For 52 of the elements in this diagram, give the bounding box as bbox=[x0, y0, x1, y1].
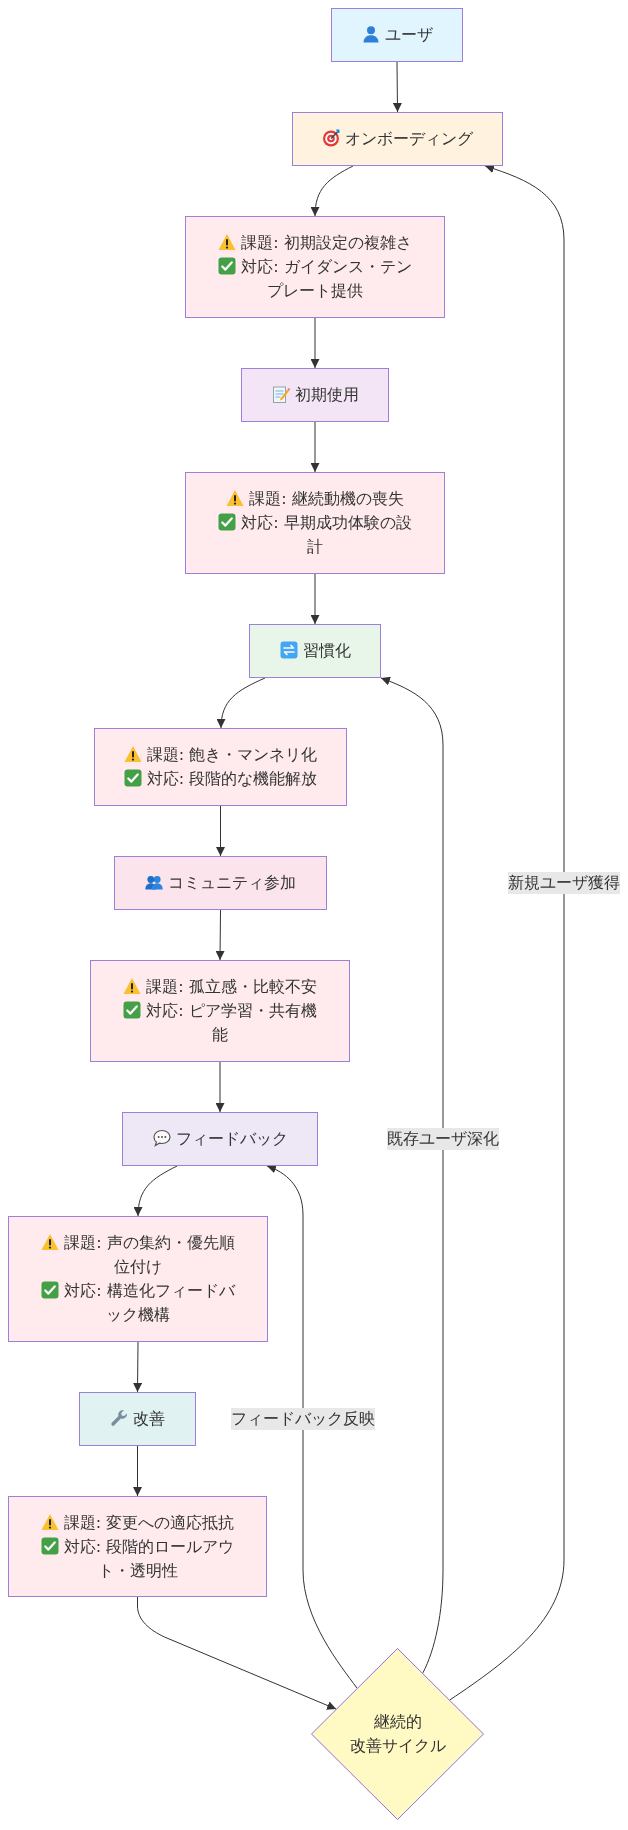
challenge-text: 課題: 声の集約・優先順位付け bbox=[64, 1233, 235, 1276]
arrow bbox=[310, 573, 320, 625]
arrow bbox=[310, 421, 320, 473]
decision-label: 継続的改善サイクル bbox=[349, 1712, 446, 1755]
arrow bbox=[392, 61, 402, 113]
edge-label: 新規ユーザ獲得 bbox=[508, 872, 620, 894]
challenge-box bbox=[90, 960, 350, 1062]
arrow bbox=[215, 909, 225, 961]
challenge-box bbox=[8, 1216, 268, 1342]
stage-box bbox=[241, 368, 389, 422]
arrow bbox=[310, 165, 354, 217]
stage-box bbox=[122, 1112, 318, 1166]
solution-text: 対応: ガイダンス・テンプレート提供 bbox=[241, 257, 412, 300]
challenge-text: 課題: 変更への適応抵抗 bbox=[63, 1512, 235, 1532]
arrow bbox=[380, 676, 444, 1674]
challenge-box bbox=[185, 472, 445, 574]
arrow bbox=[266, 1164, 358, 1689]
stage-box bbox=[114, 856, 327, 910]
stage-label: オンボーディング bbox=[345, 129, 473, 148]
stage-label: 改善 bbox=[133, 1409, 165, 1428]
challenge-text: 課題: 孤立感・比較不安 bbox=[146, 977, 317, 996]
solution-text: 対応: 段階的な機能解放 bbox=[146, 769, 318, 788]
solution-text: 対応: 早期成功体験の設計 bbox=[241, 513, 412, 556]
arrow bbox=[215, 1061, 225, 1113]
stage-box bbox=[249, 624, 381, 678]
edge-label: 既存ユーザ深化 bbox=[387, 1128, 499, 1150]
stage-box bbox=[292, 112, 503, 166]
challenge-text: 課題: 飽き・マンネリ化 bbox=[146, 745, 318, 764]
arrow bbox=[133, 1341, 143, 1393]
arrow bbox=[137, 1596, 337, 1710]
stage-label: コミュニティ参加 bbox=[168, 873, 296, 892]
arrow bbox=[133, 1445, 142, 1497]
solution-text: 対応: 構造化フィードバック機構 bbox=[64, 1281, 235, 1324]
challenge-box bbox=[185, 216, 445, 318]
stage-label: 習慣化 bbox=[302, 641, 351, 660]
stage-label: 初期使用 bbox=[294, 385, 359, 404]
stage-label: フィードバック bbox=[175, 1129, 288, 1148]
arrow bbox=[449, 164, 565, 1701]
solution-text: 対応: 段階的ロールアウト・透明性 bbox=[63, 1536, 235, 1580]
arrow bbox=[310, 317, 320, 369]
challenge-text: 課題: 継続動機の喪失 bbox=[249, 489, 404, 508]
challenge-box bbox=[94, 728, 347, 806]
edge-label: フィードバック反映 bbox=[231, 1408, 375, 1430]
arrow bbox=[133, 1165, 178, 1217]
stage-label: ユーザ bbox=[384, 25, 433, 44]
challenge-text: 課題: 初期設定の複雑さ bbox=[241, 233, 412, 252]
solution-text: 対応: ピア学習・共有機能 bbox=[146, 1001, 317, 1044]
stage-box bbox=[331, 8, 463, 62]
stage-box bbox=[79, 1392, 196, 1446]
arrow bbox=[216, 805, 225, 857]
arrow bbox=[216, 677, 266, 729]
challenge-box bbox=[8, 1496, 267, 1597]
